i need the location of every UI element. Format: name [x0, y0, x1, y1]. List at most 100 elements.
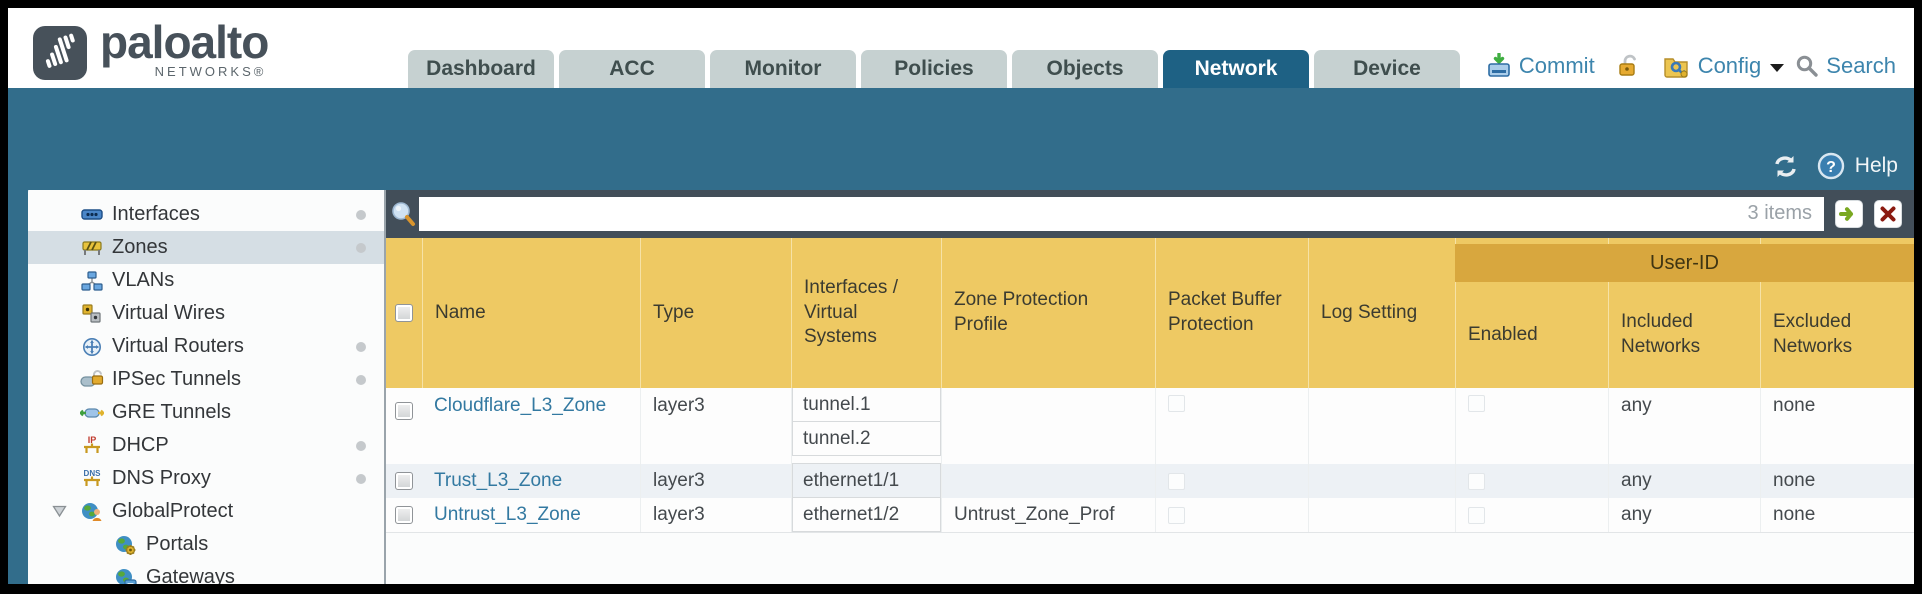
log-setting-cell: [1308, 464, 1455, 498]
status-dot: [356, 474, 366, 484]
tab-network[interactable]: Network: [1163, 50, 1309, 88]
virtual-routers-icon: [83, 337, 101, 356]
search-button[interactable]: Search: [1826, 53, 1896, 78]
vlans-icon: [81, 270, 103, 291]
commit-button[interactable]: Commit: [1518, 53, 1595, 78]
userid-enabled-cell: [1455, 498, 1608, 532]
dhcp-icon: IP: [84, 435, 100, 453]
tab-dashboard[interactable]: Dashboard: [408, 50, 554, 88]
column-header-zone-protection[interactable]: Zone Protection Profile: [941, 238, 1155, 388]
packet-buffer-cell: [1155, 464, 1308, 498]
globalprotect-icon: [82, 502, 102, 521]
row-checkbox[interactable]: [395, 506, 413, 524]
row-checkbox-cell: [386, 388, 422, 464]
tab-acc[interactable]: ACC: [559, 50, 705, 88]
svg-text:?: ?: [1826, 159, 1836, 176]
svg-text:DNS: DNS: [84, 469, 102, 478]
log-setting-cell: [1308, 388, 1455, 464]
filter-bar: 3 items: [386, 190, 1914, 238]
row-checkbox[interactable]: [395, 402, 413, 420]
config-icon[interactable]: [1663, 53, 1691, 79]
userid-enabled-checkbox: [1468, 472, 1485, 490]
packet-buffer-checkbox: [1168, 395, 1185, 412]
column-header-packet-buffer[interactable]: Packet Buffer Protection: [1155, 238, 1308, 388]
commit-icon[interactable]: [1486, 53, 1512, 79]
included-networks-cell: any: [1608, 464, 1760, 498]
tab-objects[interactable]: Objects: [1012, 50, 1158, 88]
sidebar-item-virtual-routers[interactable]: Virtual Routers: [28, 330, 384, 363]
sidebar-item-dhcp[interactable]: IP DHCP: [28, 429, 384, 462]
sidebar-item-ipsec-tunnels[interactable]: IPSec Tunnels: [28, 363, 384, 396]
zone-type-cell: layer3: [640, 464, 791, 498]
sidebar-item-gre-tunnels[interactable]: GRE Tunnels: [28, 396, 384, 429]
sidebar-item-portals[interactable]: Portals: [28, 528, 384, 561]
status-dot: [356, 210, 366, 220]
zone-name-cell: Untrust_L3_Zone: [422, 498, 640, 532]
row-checkbox-cell: [386, 498, 422, 532]
green-arrow-icon: [1839, 207, 1853, 221]
red-x-icon: [1880, 206, 1896, 222]
refresh-icon[interactable]: [1772, 154, 1799, 179]
select-all-checkbox-cell: [386, 238, 422, 388]
content-area: Interfaces Zones: [8, 182, 1914, 584]
tab-policies[interactable]: Policies: [861, 50, 1007, 88]
column-header-name[interactable]: Name: [422, 238, 640, 388]
sidebar-item-gateways[interactable]: Gateways: [28, 561, 384, 584]
status-dot: [356, 342, 366, 352]
search-icon[interactable]: [1795, 54, 1819, 78]
excluded-networks-cell: none: [1760, 464, 1914, 498]
tab-device[interactable]: Device: [1314, 50, 1460, 88]
zones-icon: [82, 240, 102, 255]
help-link[interactable]: Help: [1854, 154, 1898, 177]
column-header-interfaces[interactable]: Interfaces / Virtual Systems: [791, 238, 941, 388]
config-menu[interactable]: Config: [1697, 53, 1762, 78]
sidebar-item-virtual-wires[interactable]: Virtual Wires: [28, 297, 384, 330]
log-setting-cell: [1308, 498, 1455, 532]
sidebar-item-dns-proxy[interactable]: DNS DNS Proxy: [28, 462, 384, 495]
sidebar-item-zones[interactable]: Zones: [28, 231, 384, 264]
column-header-included-networks[interactable]: Included Networks: [1608, 238, 1760, 388]
userid-enabled-checkbox: [1468, 506, 1485, 524]
column-header-excluded-networks[interactable]: Excluded Networks: [1760, 238, 1914, 388]
help-icon[interactable]: ?: [1817, 152, 1845, 180]
zone-name-link[interactable]: Trust_L3_Zone: [434, 470, 563, 491]
user-id-group-header: User-ID: [1455, 244, 1914, 282]
status-dot: [356, 441, 366, 451]
brand-logo: paloalto NETWORKS®: [32, 16, 269, 81]
sidebar-item-globalprotect[interactable]: GlobalProtect: [28, 495, 384, 528]
tab-monitor[interactable]: Monitor: [710, 50, 856, 88]
sidebar-item-interfaces[interactable]: Interfaces: [28, 198, 384, 231]
column-header-type[interactable]: Type: [640, 238, 791, 388]
clear-filter-button[interactable]: [1874, 200, 1902, 228]
packet-buffer-cell: [1155, 388, 1308, 464]
zone-name-link[interactable]: Cloudflare_L3_Zone: [434, 395, 607, 416]
table-empty-area: [386, 532, 1914, 584]
top-bar: paloalto NETWORKS® Dashboard ACC Monitor…: [8, 8, 1914, 88]
interfaces-icon: [81, 208, 103, 220]
panos-web-ui: paloalto NETWORKS® Dashboard ACC Monitor…: [8, 8, 1914, 584]
zone-name-link[interactable]: Untrust_L3_Zone: [434, 504, 581, 525]
zone-type-cell: layer3: [640, 388, 791, 464]
included-networks-cell: any: [1608, 388, 1760, 464]
virtual-wires-icon: [82, 303, 101, 323]
apply-filter-button[interactable]: [1835, 200, 1863, 228]
sidebar-item-vlans[interactable]: VLANs: [28, 264, 384, 297]
unlock-icon[interactable]: [1617, 53, 1641, 79]
table-header: Name Type Interfaces / Virtual Systems Z…: [386, 238, 1914, 388]
main-area: 3 items Name Type: [384, 190, 1914, 584]
userid-enabled-cell: [1455, 464, 1608, 498]
packet-buffer-checkbox: [1168, 472, 1185, 490]
packet-buffer-checkbox: [1168, 506, 1185, 524]
zone-protection-cell: [941, 388, 1155, 464]
column-header-enabled[interactable]: Enabled: [1455, 238, 1608, 388]
filter-input[interactable]: [419, 197, 1824, 231]
included-networks-cell: any: [1608, 498, 1760, 532]
select-all-checkbox[interactable]: [395, 304, 413, 322]
column-header-log-setting[interactable]: Log Setting: [1308, 238, 1455, 388]
chevron-down-icon[interactable]: [1770, 64, 1785, 72]
row-checkbox-cell: [386, 464, 422, 498]
paloalto-logo-icon: [33, 26, 87, 80]
row-checkbox[interactable]: [395, 472, 413, 490]
collapse-triangle-icon[interactable]: [52, 505, 67, 518]
teal-band: ? Help: [8, 88, 1914, 190]
